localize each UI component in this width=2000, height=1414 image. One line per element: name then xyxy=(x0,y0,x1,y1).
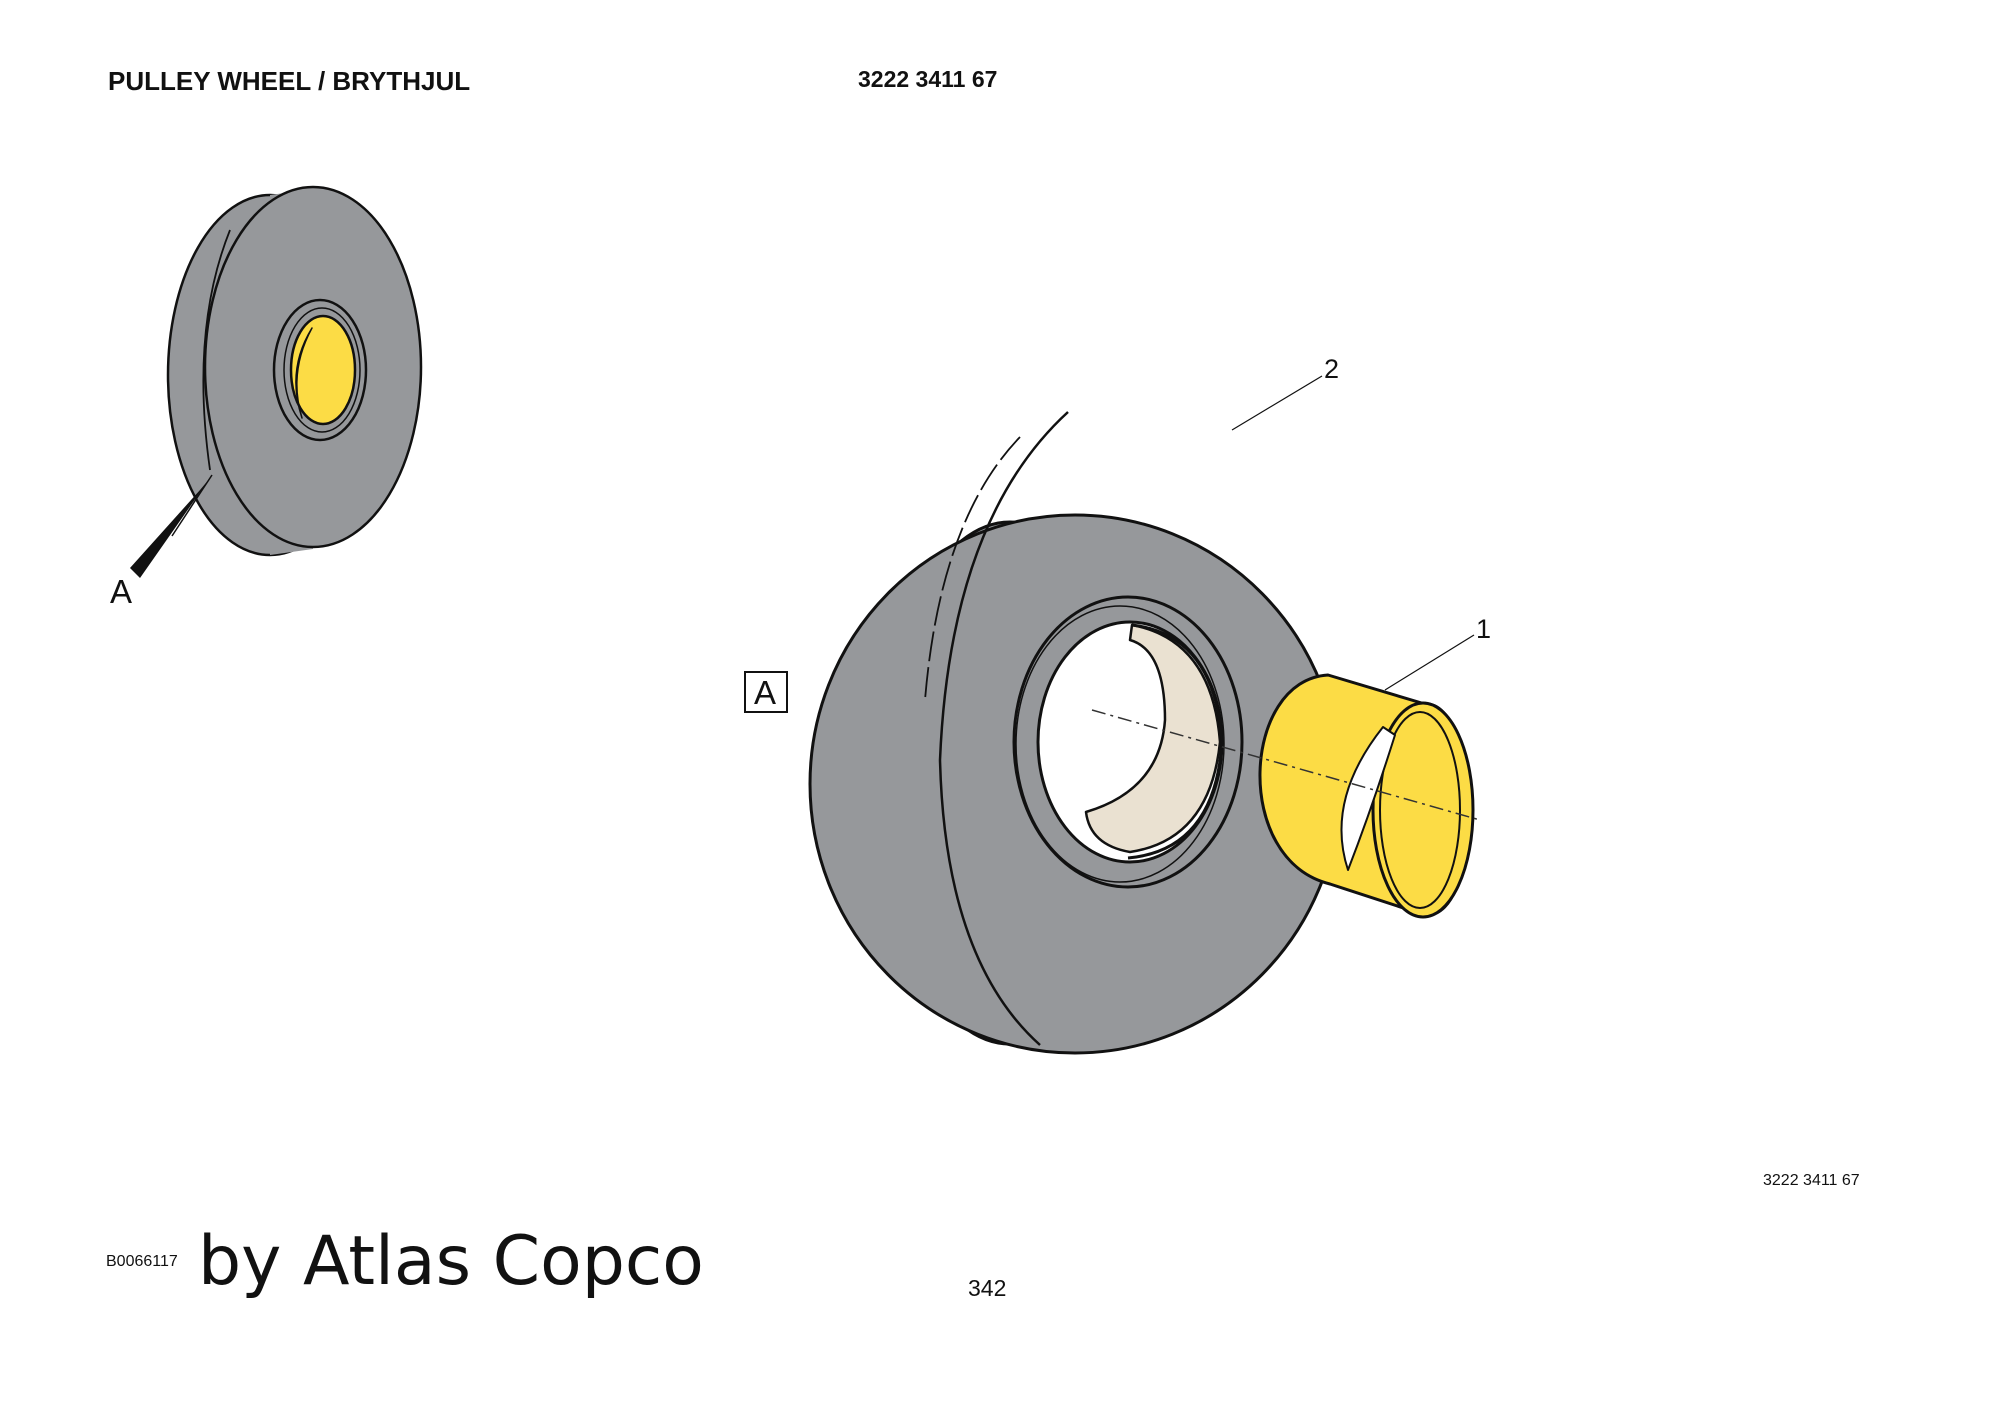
assembly-axis-line xyxy=(1091,709,1481,821)
callout-1: 1 xyxy=(1384,614,1491,691)
header-part-number: 3222 3411 67 xyxy=(858,66,998,92)
callout-2-number: 2 xyxy=(1324,354,1339,384)
detail-view-label: A xyxy=(754,674,776,711)
pulley-wheel xyxy=(808,411,1342,1055)
page-number: 342 xyxy=(968,1275,1007,1301)
overview-view-label: A xyxy=(110,573,132,610)
bushing xyxy=(1258,673,1475,919)
footer-part-number: 3222 3411 67 xyxy=(1763,1172,1860,1189)
detail-view-label-box: A xyxy=(744,671,788,713)
callout-1-number: 1 xyxy=(1476,614,1491,644)
callout-2: 2 xyxy=(1231,354,1339,431)
drawing-id: B0066117 xyxy=(106,1253,178,1270)
overview-pulley-wheel xyxy=(166,185,423,557)
brand-text: by Atlas Copco xyxy=(198,1222,704,1301)
page-title: PULLEY WHEEL / BRYTHJUL xyxy=(108,66,471,96)
overview-view-pointer xyxy=(130,474,213,578)
